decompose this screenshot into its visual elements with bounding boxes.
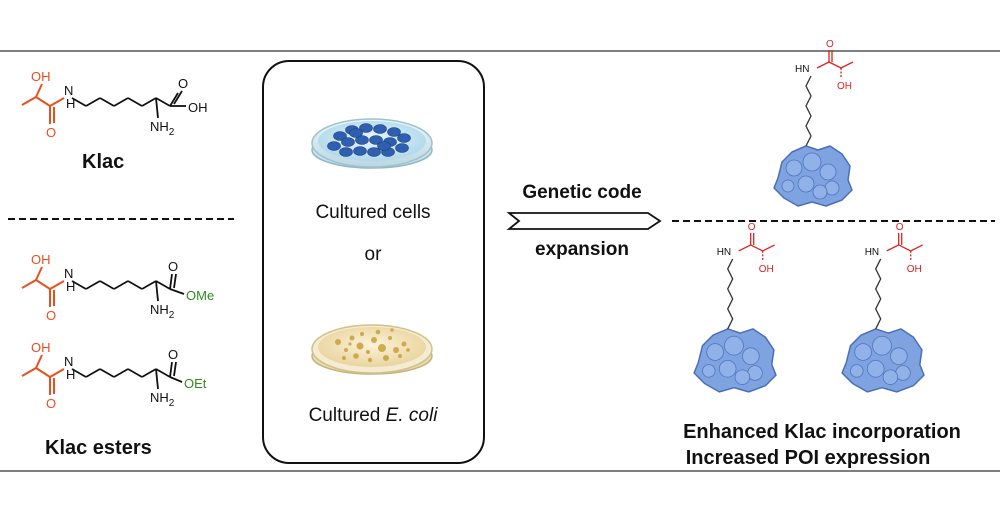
klac-title: Klac (82, 151, 124, 173)
protein-bottom-right: HN O OH (841, 222, 925, 393)
petri-dish-cells-icon (311, 118, 433, 169)
process-arrow (506, 212, 662, 230)
petri-dish-ecoli-icon (311, 324, 433, 375)
svg-text:HN: HN (717, 247, 731, 258)
ethyl-nh2-label: NH2 (150, 390, 175, 409)
klac-oh-label: OH (31, 69, 51, 84)
methyl-o-label: O (46, 308, 56, 323)
protein-top: HN O OH (773, 39, 854, 207)
cultured-ecoli-label: Cultured E. coli (309, 405, 439, 426)
ethyl-n-label: N (64, 354, 73, 369)
svg-text:O: O (826, 39, 834, 50)
svg-text:OH: OH (907, 264, 922, 275)
klac-acid-o-label: O (178, 76, 188, 91)
svg-text:HN: HN (865, 247, 879, 258)
klac-esters-title: Klac esters (45, 437, 152, 459)
ethyl-oh-label: OH (31, 340, 51, 355)
cultured-cells-label: Cultured cells (315, 202, 430, 223)
ethyl-h-label: H (66, 367, 75, 382)
klac-n-label: N (64, 83, 73, 98)
svg-text:OH: OH (837, 81, 852, 92)
ethyl-o-label: O (46, 396, 56, 411)
methyl-nh2-label: NH2 (150, 302, 175, 321)
klac-o-label: O (46, 125, 56, 140)
ethyl-ester-label: OEt (184, 376, 207, 391)
caption-line1: Enhanced Klac incorporation (683, 421, 961, 443)
ethyl-carbonyl-o-label: O (168, 347, 178, 362)
culture-box (262, 60, 485, 464)
caption-line2: Increased POI expression (686, 447, 931, 469)
klac-nh2-label: NH2 (150, 119, 175, 138)
svg-text:O: O (748, 222, 756, 233)
klac-acid-oh-label: OH (188, 100, 208, 115)
methyl-n-label: N (64, 266, 73, 281)
klac-methyl-ester-structure: OH O N H O OMe NH2 (21, 252, 214, 323)
arrow-bottom-label: expansion (535, 239, 629, 260)
klac-ethyl-ester-structure: OH O N H O OEt NH2 (21, 340, 207, 411)
or-label: or (365, 244, 383, 265)
arrow-top-label: Genetic code (522, 182, 641, 203)
methyl-carbonyl-o-label: O (168, 259, 178, 274)
klac-h-label: H (66, 96, 75, 111)
klac-structure: OH O N H O OH NH2 (21, 69, 208, 140)
methyl-ester-label: OMe (186, 288, 214, 303)
methyl-h-label: H (66, 279, 75, 294)
protein-bottom-left: HN O OH (693, 222, 777, 393)
svg-text:OH: OH (759, 264, 774, 275)
svg-text:O: O (896, 222, 904, 233)
methyl-oh-label: OH (31, 252, 51, 267)
svg-text:HN: HN (795, 64, 809, 75)
